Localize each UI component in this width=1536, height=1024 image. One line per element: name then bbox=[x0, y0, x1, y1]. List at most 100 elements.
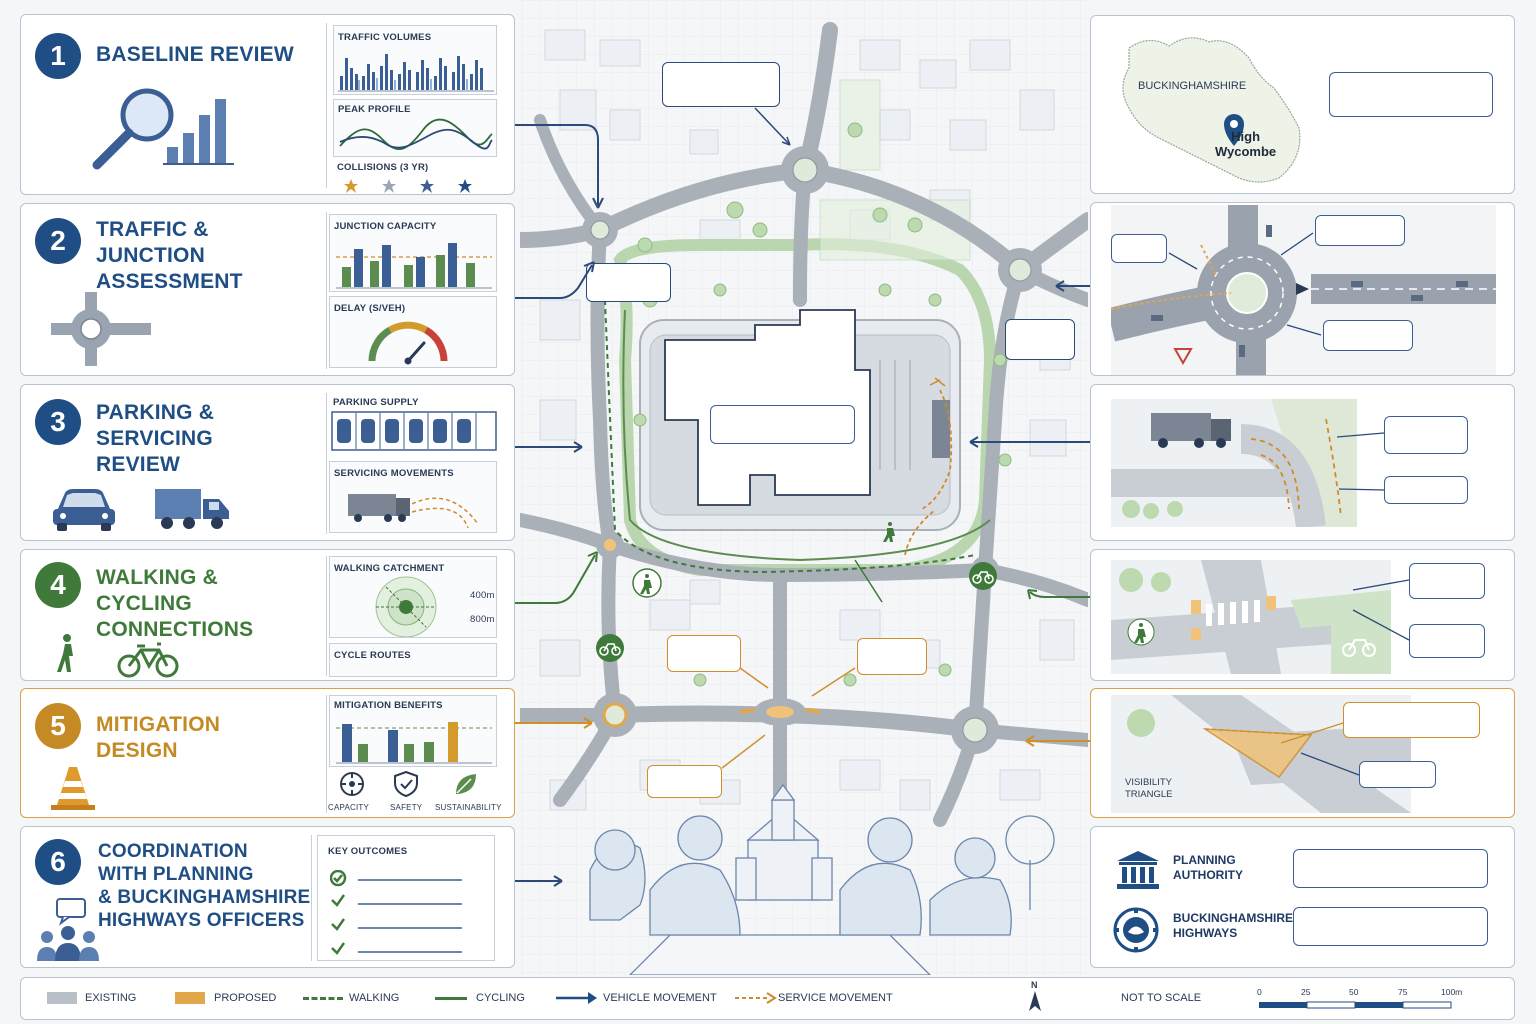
step-2-title: TRAFFIC & JUNCTION ASSESSMENT bbox=[96, 218, 243, 293]
step-5-title: MITIGATION DESIGN bbox=[96, 713, 221, 762]
delay-label: DELAY (S/VEH) bbox=[334, 303, 406, 314]
key-outcomes-panel: KEY OUTCOMES bbox=[317, 835, 495, 961]
legend-walking-label: WALKING bbox=[349, 992, 400, 1004]
catchment-800m-label: 800m bbox=[470, 614, 495, 625]
map-callout-north bbox=[662, 62, 780, 107]
collision-star-icons bbox=[344, 179, 472, 193]
not-to-scale-label: NOT TO SCALE bbox=[1121, 992, 1202, 1004]
location-panel: BUCKINGHAMSHIRE High Wycombe bbox=[1090, 15, 1515, 194]
visibility-callout-leaders bbox=[1280, 722, 1360, 776]
crossing-detail-sketch bbox=[1111, 560, 1391, 674]
traffic-volumes-label: TRAFFIC VOLUMES bbox=[338, 32, 432, 43]
capacity-label: CAPACITY bbox=[328, 803, 370, 812]
roundabout-callout-3 bbox=[1323, 320, 1413, 351]
delay-chart: DELAY (S/VEH) bbox=[329, 296, 497, 368]
step-2-number: 2 bbox=[35, 218, 81, 264]
mitigation-benefits-chart: MITIGATION BENEFITS bbox=[329, 695, 497, 767]
roundabout-detail-sketch bbox=[1111, 205, 1496, 375]
servicing-movement-sketch bbox=[348, 494, 479, 529]
parking-supply-label: PARKING SUPPLY bbox=[333, 397, 419, 408]
roundabout-callout-2 bbox=[1315, 215, 1405, 246]
roundabout-callout-leaders bbox=[1168, 232, 1322, 336]
step-2-panel: 2 TRAFFIC & JUNCTION ASSESSMENT JUNCTION… bbox=[20, 203, 515, 376]
crossing-callout-2 bbox=[1409, 624, 1485, 658]
bucks-highways-crest-icon bbox=[1113, 907, 1159, 953]
map-callout-west bbox=[586, 263, 671, 302]
peak-profile-chart: PEAK PROFILE bbox=[333, 99, 497, 157]
visibility-callout-1 bbox=[1343, 702, 1480, 738]
scale-tick-50: 50 bbox=[1349, 987, 1359, 997]
roundabout-icon bbox=[51, 292, 151, 366]
pedestrian-icon bbox=[57, 634, 73, 672]
servicing-callout-1 bbox=[1384, 416, 1468, 454]
traffic-cone-icon bbox=[51, 767, 95, 810]
step-3-panel: 3 PARKING & SERVICING REVIEW PARKING SUP… bbox=[20, 384, 515, 541]
step-4-title: WALKING & CYCLING CONNECTIONS bbox=[96, 566, 254, 641]
right-connector-arrows bbox=[969, 280, 1090, 747]
legend-vehicle-label: VEHICLE MOVEMENT bbox=[603, 992, 717, 1004]
bicycle-icon bbox=[117, 642, 179, 678]
step-5-panel: 5 MITIGATION DESIGN MITIGATION BENEFITS … bbox=[20, 688, 515, 818]
step-1-number: 1 bbox=[35, 33, 81, 79]
crossing-callout-leaders bbox=[1352, 579, 1410, 641]
legend-cycling-swatch bbox=[435, 997, 467, 1000]
car-icon bbox=[53, 489, 115, 531]
mitigation-benefits-label: MITIGATION BENEFITS bbox=[334, 700, 443, 711]
step-3-title: PARKING & SERVICING REVIEW bbox=[96, 401, 215, 476]
legend-service-label: SERVICE MOVEMENT bbox=[778, 992, 893, 1004]
map-callout-site bbox=[710, 405, 855, 444]
traffic-volumes-bars bbox=[338, 54, 494, 92]
crossing-detail-panel bbox=[1090, 549, 1515, 681]
step-3-number: 3 bbox=[35, 399, 81, 445]
sustainability-leaf-icon bbox=[456, 774, 476, 794]
parking-supply-panel: PARKING SUPPLY bbox=[329, 393, 497, 457]
legend-bar: EXISTING PROPOSED WALKING CYCLING VEHICL… bbox=[20, 977, 1515, 1020]
sustainability-label: SUSTAINABILITY bbox=[435, 803, 502, 812]
step-3-divider bbox=[326, 393, 327, 534]
scale-tick-25: 25 bbox=[1301, 987, 1311, 997]
planning-authority-label: PLANNING AUTHORITY bbox=[1173, 853, 1243, 882]
location-callout bbox=[1329, 72, 1493, 117]
parking-bays-icons bbox=[331, 411, 497, 451]
servicing-detail-sketch bbox=[1111, 399, 1357, 527]
collisions-panel: COLLISIONS (3 YR) bbox=[333, 160, 497, 193]
scale-tick-75: 75 bbox=[1398, 987, 1408, 997]
visibility-triangle-label: VISIBILITY TRIANGLE bbox=[1125, 777, 1173, 800]
mitigation-bars bbox=[336, 722, 492, 764]
lorry-icon bbox=[155, 489, 229, 529]
servicing-callout-2 bbox=[1384, 476, 1468, 504]
peak-profile-lines bbox=[339, 118, 493, 151]
visibility-callout-2 bbox=[1359, 761, 1436, 788]
collisions-label: COLLISIONS (3 YR) bbox=[337, 162, 429, 173]
scale-tick-100: 100m bbox=[1441, 987, 1463, 997]
servicing-callout-leaders bbox=[1336, 432, 1385, 491]
authorities-panel: PLANNING AUTHORITY BUCKINGHAMSHIRE HIGHW… bbox=[1090, 826, 1515, 968]
town-label: High Wycombe bbox=[1215, 129, 1277, 159]
step-1-divider bbox=[326, 23, 327, 188]
county-label: BUCKINGHAMSHIRE bbox=[1138, 80, 1247, 92]
bucks-highways-callout bbox=[1293, 907, 1488, 946]
catchment-rings bbox=[375, 576, 437, 637]
meeting-people-icon bbox=[37, 898, 99, 961]
junction-capacity-chart: JUNCTION CAPACITY bbox=[329, 214, 497, 292]
servicing-detail-panel bbox=[1090, 384, 1515, 541]
planning-authority-icon bbox=[1117, 851, 1159, 889]
step-2-divider bbox=[326, 212, 327, 369]
scale-bar bbox=[1259, 1001, 1452, 1009]
visibility-detail-sketch bbox=[1111, 695, 1411, 813]
outcome-checklist bbox=[330, 870, 462, 955]
safety-shield-icon bbox=[394, 771, 418, 797]
legend-existing-label: EXISTING bbox=[85, 992, 137, 1004]
map-callout-mitigation-1 bbox=[667, 635, 741, 672]
key-outcomes-label: KEY OUTCOMES bbox=[328, 846, 408, 857]
step-5-number: 5 bbox=[35, 703, 81, 749]
delay-gauge bbox=[368, 321, 448, 365]
traffic-volumes-chart: TRAFFIC VOLUMES bbox=[333, 25, 497, 95]
cycle-routes-chart: CYCLE ROUTES bbox=[329, 643, 497, 677]
step-4-divider bbox=[326, 556, 327, 676]
scale-tick-0: 0 bbox=[1257, 987, 1262, 997]
safety-label: SAFETY bbox=[390, 803, 423, 812]
visibility-detail-panel: VISIBILITY TRIANGLE bbox=[1090, 688, 1515, 818]
step-1-panel: 1 BASELINE REVIEW TRAFFIC VOLUMES bbox=[20, 14, 515, 195]
map-callout-east bbox=[1005, 319, 1075, 360]
